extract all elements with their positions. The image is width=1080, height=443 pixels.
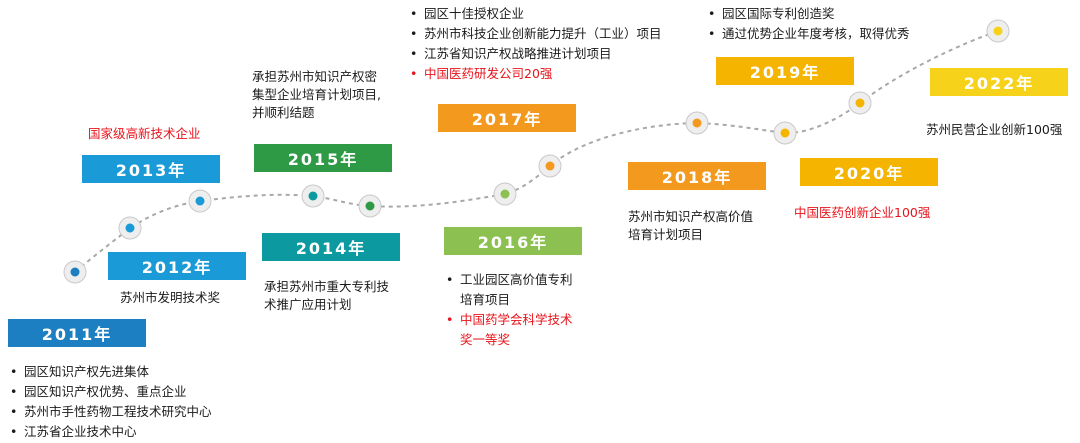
note-2012: 苏州市发明技术奖 bbox=[120, 290, 221, 305]
year-box-2022: 2022年 bbox=[930, 68, 1068, 96]
year-box-2015: 2015年 bbox=[254, 144, 392, 172]
year-box-2020: 2020年 bbox=[800, 158, 938, 186]
note-2018-line2: 培育计划项目 bbox=[628, 227, 704, 242]
node-2015 bbox=[358, 194, 382, 218]
list-2011: 园区知识产权先进集体 园区知识产权优势、重点企业 苏州市手性药物工程技术研究中心… bbox=[8, 362, 212, 442]
list-item: 园区知识产权先进集体 bbox=[8, 362, 212, 382]
list-item-text: 中国药学会科学技术 bbox=[460, 312, 573, 327]
list-item: 通过优势企业年度考核，取得优秀 bbox=[706, 24, 910, 44]
note-2022: 苏州民营企业创新100强 bbox=[926, 122, 1063, 137]
list-item: 苏州市手性药物工程技术研究中心 bbox=[8, 402, 212, 422]
list-item: 园区国际专利创造奖 bbox=[706, 4, 910, 24]
node-2011 bbox=[63, 260, 87, 284]
list-item: 江苏省知识产权战略推进计划项目 bbox=[408, 44, 662, 64]
node-2017 bbox=[538, 154, 562, 178]
note-2020: 中国医药创新企业100强 bbox=[794, 205, 931, 220]
year-box-2016: 2016年 bbox=[444, 227, 582, 255]
year-box-2019: 2019年 bbox=[716, 57, 854, 85]
list-item: 中国医药研发公司20强 bbox=[408, 64, 662, 84]
list-2017: 园区十佳授权企业 苏州市科技企业创新能力提升（工业）项目 江苏省知识产权战略推进… bbox=[408, 4, 662, 84]
list-item: 江苏省企业技术中心 bbox=[8, 422, 212, 442]
list-item: 园区知识产权优势、重点企业 bbox=[8, 382, 212, 402]
note-2014-line1: 承担苏州市重大专利技 bbox=[264, 279, 390, 294]
year-box-2017: 2017年 bbox=[438, 104, 576, 132]
year-box-2012: 2012年 bbox=[108, 252, 246, 280]
node-2020 bbox=[773, 121, 797, 145]
node-2022 bbox=[986, 19, 1010, 43]
node-2013 bbox=[188, 189, 212, 213]
note-2014-line2: 术推广应用计划 bbox=[264, 297, 352, 312]
note-2015-line3: 并顺利结题 bbox=[252, 105, 315, 120]
year-box-2014: 2014年 bbox=[262, 233, 400, 261]
year-box-2018: 2018年 bbox=[628, 162, 766, 190]
note-2013: 国家级高新技术企业 bbox=[88, 126, 201, 141]
note-2015-line1: 承担苏州市知识产权密 bbox=[252, 69, 378, 84]
year-box-2011: 2011年 bbox=[8, 319, 146, 347]
node-2012 bbox=[118, 216, 142, 240]
list-item: 苏州市科技企业创新能力提升（工业）项目 bbox=[408, 24, 662, 44]
year-box-2013: 2013年 bbox=[82, 155, 220, 183]
note-2018-line1: 苏州市知识产权高价值 bbox=[628, 209, 754, 224]
list-2019: 园区国际专利创造奖 通过优势企业年度考核，取得优秀 bbox=[706, 4, 910, 44]
list-item-text: 奖一等奖 bbox=[460, 332, 511, 347]
node-2019 bbox=[848, 91, 872, 115]
list-item-text: 工业园区高价值专利 bbox=[460, 272, 573, 287]
list-item: 园区十佳授权企业 bbox=[408, 4, 662, 24]
note-2015-line2: 集型企业培育计划项目, bbox=[252, 87, 381, 102]
node-2016 bbox=[493, 182, 517, 206]
list-item-text: 培育项目 bbox=[460, 292, 511, 307]
node-2014 bbox=[301, 184, 325, 208]
node-2018 bbox=[685, 111, 709, 135]
